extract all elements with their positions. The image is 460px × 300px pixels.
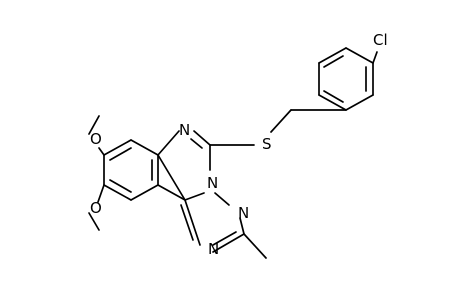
pyrimidine-ring <box>157 130 211 201</box>
lower-methyl-bond <box>88 212 100 231</box>
sulfur-atom-label: S <box>262 135 272 153</box>
upper-methoxy-o-label: O <box>90 130 102 148</box>
c-cl-bond <box>372 51 378 64</box>
upper-methyl-bond <box>88 115 100 135</box>
pyrimidine-n-atom-label: N <box>179 121 190 139</box>
triazole-methyl-bond <box>243 233 267 259</box>
triazole-n2-atom-label: N <box>238 204 249 222</box>
c-o-lower-bond <box>97 184 105 203</box>
triazole-ring <box>180 192 245 253</box>
bridgehead-n-atom-label: N <box>207 174 218 192</box>
c-o-upper-bond <box>98 147 105 156</box>
benzo-ring <box>103 139 186 201</box>
chlorophenyl-ring <box>318 47 374 111</box>
triazole-n4-atom-label: N <box>208 240 219 258</box>
chlorine-atom-label: Cl <box>373 31 388 49</box>
ch2-s-bond <box>270 109 292 133</box>
lower-methoxy-o-label: O <box>90 199 102 217</box>
